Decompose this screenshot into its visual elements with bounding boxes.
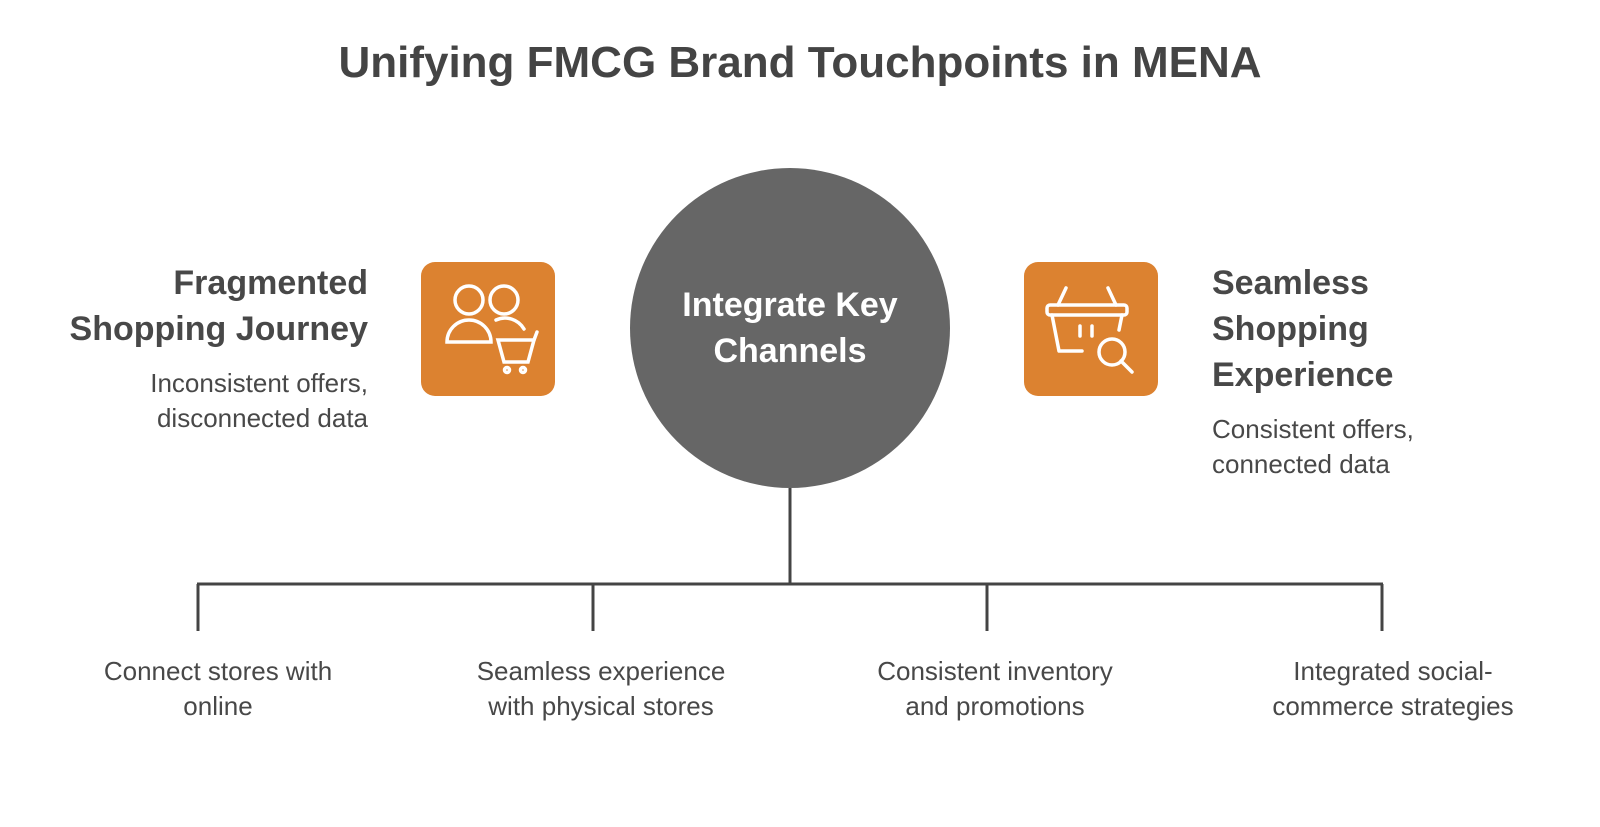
left-desc-line: disconnected data xyxy=(156,403,368,433)
left-desc-line: Inconsistent offers, xyxy=(150,368,368,398)
right-desc-line: Consistent offers, xyxy=(1212,414,1414,444)
leaf-social-commerce: Integrated social- commerce strategies xyxy=(1233,654,1553,724)
hub-label-line: Integrate Key xyxy=(682,286,898,324)
left-description: Inconsistent offers, disconnected data xyxy=(70,366,368,436)
leaf-line: Connect stores with xyxy=(103,656,333,686)
right-title: Seamless Shopping Experience xyxy=(1212,260,1414,398)
hub-circle: Integrate Key Channels xyxy=(630,168,950,488)
right-desc-line: connected data xyxy=(1212,449,1390,479)
leaf-line: commerce strategies xyxy=(1272,691,1514,721)
users-cart-icon xyxy=(421,262,555,396)
leaf-line: Consistent inventory xyxy=(877,656,1113,686)
left-section: Fragmented Shopping Journey Inconsistent… xyxy=(70,260,368,436)
right-title-line: Shopping xyxy=(1212,310,1369,348)
leaf-line: Seamless experience xyxy=(476,656,726,686)
right-description: Consistent offers, connected data xyxy=(1212,412,1414,482)
left-title: Fragmented Shopping Journey xyxy=(70,260,368,352)
basket-search-icon xyxy=(1024,262,1158,396)
leaf-line: Integrated social- xyxy=(1293,656,1493,686)
hub-label-line: Channels xyxy=(713,332,867,370)
page-title: Unifying FMCG Brand Touchpoints in MENA xyxy=(338,38,1262,87)
leaf-line: and promotions xyxy=(905,691,1085,721)
leaf-connect-stores: Connect stores with online xyxy=(58,654,378,724)
right-title-line: Seamless xyxy=(1212,264,1369,302)
left-title-line: Fragmented xyxy=(173,264,368,302)
left-title-line: Shopping Journey xyxy=(69,310,368,348)
leaf-line: with physical stores xyxy=(488,691,714,721)
right-section: Seamless Shopping Experience Consistent … xyxy=(1212,260,1414,482)
leaf-seamless-experience: Seamless experience with physical stores xyxy=(441,654,761,724)
right-title-line: Experience xyxy=(1212,356,1394,394)
leaf-line: online xyxy=(183,691,253,721)
leaf-consistent-inventory: Consistent inventory and promotions xyxy=(835,654,1155,724)
